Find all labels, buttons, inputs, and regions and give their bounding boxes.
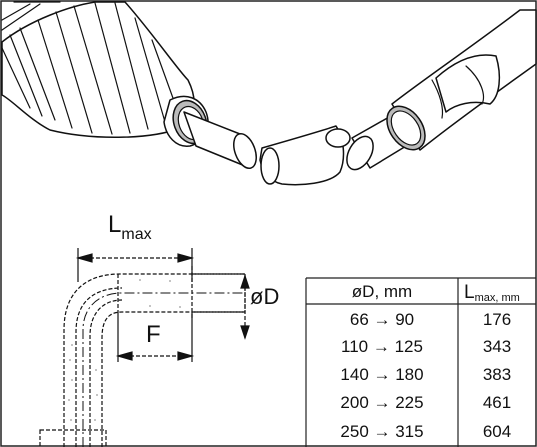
diameter-label: øD bbox=[250, 284, 279, 309]
center-line bbox=[82, 292, 245, 447]
left-pipe-end bbox=[183, 111, 257, 170]
table-cell-lmax: 604 bbox=[483, 422, 511, 441]
elbow-fitting bbox=[259, 125, 351, 186]
f-label: F bbox=[146, 321, 161, 348]
table-cell-lmax: 461 bbox=[483, 393, 511, 412]
table-header-lmax: Lmax, mm bbox=[464, 282, 520, 304]
table-header-diameter: øD, mm bbox=[352, 282, 412, 301]
table-row: 250 → 315 604 bbox=[340, 422, 511, 441]
table-cell-range: 66 → 90 bbox=[350, 310, 414, 329]
bending-machine-illustration bbox=[1, 1, 537, 186]
left-bending-head bbox=[1, 1, 209, 147]
table-cell-range: 200 → 225 bbox=[340, 393, 423, 412]
elbow-outline bbox=[63, 273, 245, 447]
table-cell-range: 110 → 125 bbox=[341, 337, 423, 356]
table-grid bbox=[305, 277, 536, 447]
lmax-dimension-line bbox=[75, 248, 195, 282]
table-cell-range: 250 → 315 bbox=[340, 422, 423, 441]
table-cell-range: 140 → 180 bbox=[340, 365, 423, 384]
right-pipe-with-sleeve bbox=[386, 9, 537, 151]
elbow-dimension-drawing: Lmax bbox=[39, 211, 279, 447]
table-row: 66 → 90 176 bbox=[350, 310, 511, 329]
table-cell-lmax: 383 bbox=[483, 365, 511, 384]
table-row: 200 → 225 461 bbox=[340, 393, 511, 412]
diameter-dimension-line bbox=[240, 274, 250, 340]
f-dimension-line bbox=[115, 312, 195, 362]
base-block bbox=[39, 429, 107, 447]
lmax-label: Lmax bbox=[108, 211, 152, 243]
table-cell-lmax: 176 bbox=[483, 310, 511, 329]
pipe-texture bbox=[68, 279, 181, 421]
table-cell-lmax: 343 bbox=[483, 337, 511, 356]
table-row: 110 → 125 343 bbox=[341, 337, 511, 356]
dimension-table: øD, mm Lmax, mm 66 → 90 176 110 → 125 34… bbox=[305, 277, 536, 447]
table-row: 140 → 180 383 bbox=[340, 365, 511, 384]
